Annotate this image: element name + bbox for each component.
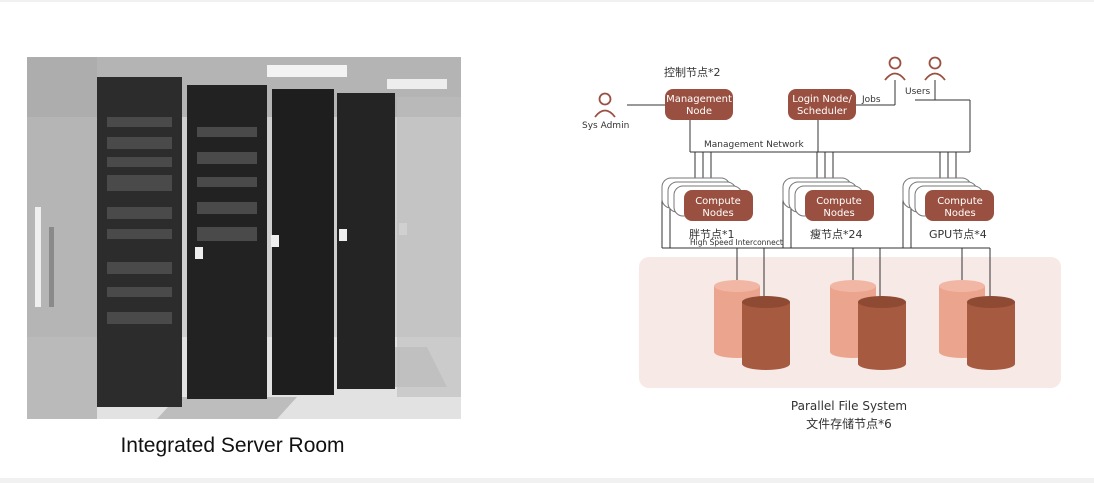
network-lines [627, 80, 991, 298]
compute-node-gpu [925, 190, 994, 221]
compute-node-thin-label-line1: Compute [816, 196, 862, 207]
compute-fat-count: 胖节点*1 [689, 228, 735, 241]
compute-node-gpu-label-line1: Compute [937, 196, 983, 207]
login-node-label-line2: Scheduler [797, 106, 848, 117]
parallel-file-system-label: Parallel File System [791, 399, 907, 413]
storage-cylinders [714, 280, 1015, 370]
compute-node-fat-label-line1: Compute [695, 196, 741, 207]
management-node-label-line1: Management [666, 94, 732, 105]
login-node [788, 89, 856, 120]
storage-node-icon [967, 296, 1015, 370]
compute-node-fat [684, 190, 753, 221]
user-icon [884, 56, 906, 81]
jobs-label: Jobs [861, 95, 881, 105]
management-node-count: 控制节点*2 [664, 65, 721, 79]
storage-node-icon [858, 296, 906, 370]
storage-node-icon [742, 296, 790, 370]
user-icon [924, 56, 946, 81]
management-network-label: Management Network [704, 140, 805, 150]
server-room-photo [27, 57, 461, 419]
compute-node-thin [805, 190, 874, 221]
high-speed-interconnect-label: High Speed Interconnect [690, 238, 783, 247]
compute-gpu-count: GPU节点*4 [929, 228, 987, 241]
management-node-label-line2: Node [686, 106, 712, 117]
storage-count-label: 文件存储节点*6 [806, 416, 892, 431]
compute-thin-count: 瘦节点*24 [810, 227, 863, 241]
management-node [665, 89, 733, 120]
compute-node-thin-label-line2: Nodes [823, 208, 854, 219]
login-node-label-line1: Login Node/ [792, 94, 852, 105]
sys-admin-icon [594, 92, 616, 118]
compute-node-fat-label-line2: Nodes [702, 208, 733, 219]
compute-node-gpu-label-line2: Nodes [944, 208, 975, 219]
photo-caption: Integrated Server Room [120, 434, 345, 457]
sys-admin-label: Sys Admin [582, 121, 629, 131]
users-label: Users [905, 87, 931, 97]
